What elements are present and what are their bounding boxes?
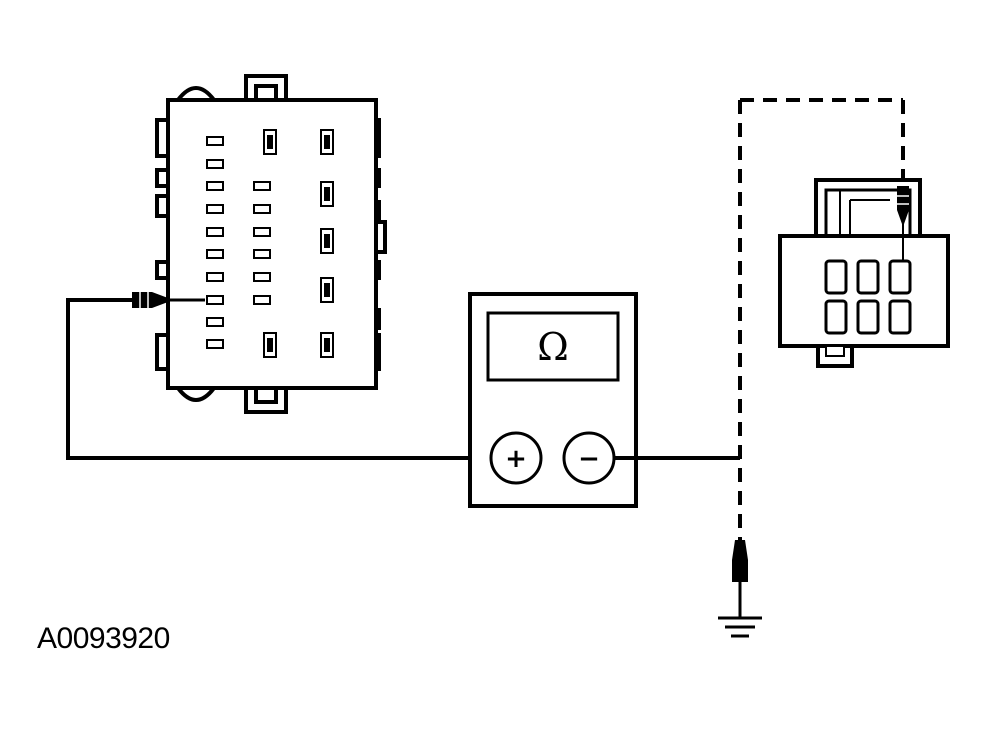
ohm-symbol: Ω — [537, 325, 569, 369]
ohmmeter: Ω + − — [468, 292, 638, 508]
connector-pins-col-1 — [206, 136, 224, 349]
positive-sign: + — [505, 444, 527, 474]
large-connector — [155, 74, 387, 414]
ground-symbol-icon — [718, 616, 762, 638]
small-connector-cavities — [824, 259, 912, 335]
connector-pins-col-2 — [253, 129, 277, 358]
back-probe — [897, 186, 909, 262]
positive-terminal — [489, 431, 543, 485]
negative-test-lead — [614, 98, 905, 618]
meter-display — [486, 311, 620, 382]
positive-test-lead — [66, 292, 515, 460]
connector-pins-col-3 — [320, 129, 334, 358]
negative-sign: − — [578, 444, 600, 474]
figure-reference-id: A0093920 — [37, 622, 170, 655]
